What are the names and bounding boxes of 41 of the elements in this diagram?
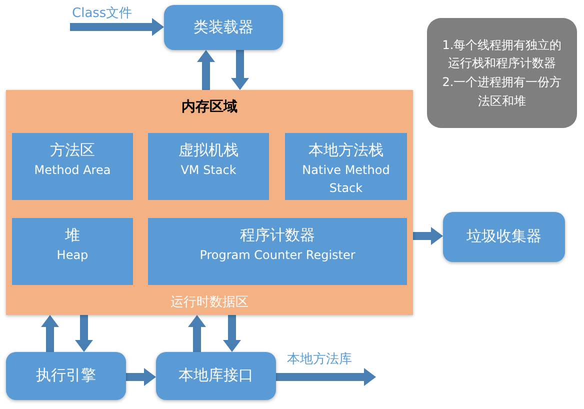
process-box	[6, 352, 126, 400]
memory-area-box	[12, 218, 133, 285]
note-box	[427, 18, 577, 128]
block-arrow	[188, 315, 206, 352]
memory-area-box	[148, 218, 407, 285]
edge-label: 本地方法库	[287, 351, 352, 368]
process-box	[156, 352, 276, 400]
note-text: 2.一个进程拥有一份方法区和堆	[441, 74, 563, 110]
node-subtitle: Program Counter Register	[200, 246, 356, 264]
block-arrow	[126, 368, 156, 386]
block-arrow	[70, 18, 164, 36]
block-arrow	[223, 315, 241, 352]
node-subtitle: Heap	[56, 246, 88, 264]
node-title: 堆	[65, 226, 80, 246]
block-arrow	[276, 368, 376, 386]
node-title: 类装载器	[194, 18, 254, 38]
process-box	[164, 5, 283, 50]
process-box	[443, 212, 565, 262]
node-title: 虚拟机栈	[178, 141, 238, 160]
node-title: 程序计数器	[240, 226, 315, 246]
block-arrow	[413, 227, 443, 245]
memory-area-box	[12, 133, 133, 200]
block-arrow	[75, 315, 93, 352]
node-title: 本地库接口	[178, 366, 254, 386]
node-title: 执行引擎	[36, 366, 96, 386]
memory-area-box	[148, 133, 269, 200]
node-title: 垃圾收集器	[466, 227, 542, 247]
block-arrow	[231, 50, 249, 90]
node-title: 方法区	[50, 141, 95, 160]
note-text: 1.每个线程拥有独立的运行栈和程序计数器	[441, 36, 563, 72]
memory-area-box	[285, 133, 407, 200]
block-arrow	[197, 50, 215, 90]
node-subtitle: VM Stack	[180, 162, 236, 178]
edge-label: Class文件	[72, 5, 132, 22]
region-caption: 运行时数据区	[170, 294, 248, 311]
memory-region	[6, 90, 413, 315]
node-title: 本地方法栈	[308, 141, 384, 160]
node-subtitle: Method Area	[34, 162, 111, 178]
block-arrow	[41, 315, 59, 352]
node-subtitle: Native Method Stack	[301, 162, 391, 196]
region-title: 内存区域	[182, 98, 238, 116]
